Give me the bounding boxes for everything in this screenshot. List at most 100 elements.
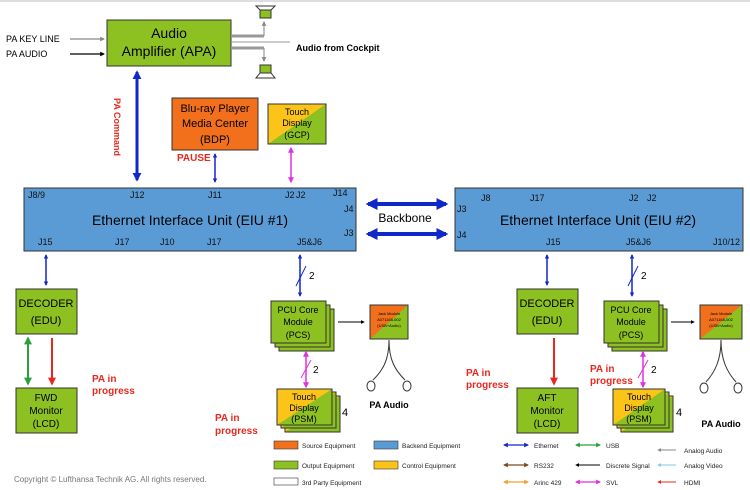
- jack2-line1: Jack Module: [710, 311, 733, 316]
- pa-command-label: PA Command: [112, 98, 122, 156]
- eiu1-pin-j2b: J2: [296, 190, 306, 200]
- fwd-line1: FWD: [35, 393, 58, 404]
- psm1-count: 4: [342, 407, 348, 419]
- legend-third-party-swatch: [273, 477, 299, 486]
- audio-from-cockpit-label: Audio from Cockpit: [296, 43, 380, 53]
- eiu2-pin-j15: J15: [546, 237, 561, 247]
- eiu2-pin-j2b: J2: [647, 193, 657, 203]
- decoder1-line2: (EDU): [31, 315, 62, 327]
- eiu2-pin-j8: J8: [481, 193, 491, 203]
- legend-backend: Backend Equipment: [402, 443, 460, 450]
- apa-line1: Audio: [151, 25, 187, 41]
- pa-in-progress-1-line1: PA in: [92, 374, 116, 385]
- eiu1-box: [23, 187, 357, 252]
- eiu2-pin-j4: J4: [457, 230, 467, 240]
- legend-analog-video: Analog Video: [684, 463, 723, 470]
- pa-audio-input-label: PA AUDIO: [6, 49, 47, 59]
- pa-in-progress-3-line1: PA in: [466, 368, 490, 379]
- psm1-line2: Display: [289, 403, 319, 413]
- eiu1-pin-j10: J10: [160, 237, 175, 247]
- aft-line2: Monitor: [530, 406, 564, 417]
- pa-key-line-label: PA KEY LINE: [6, 34, 60, 44]
- pause-label: PAUSE: [177, 153, 211, 164]
- decoder1-box: [15, 288, 78, 335]
- legend-output: Output Equipment: [302, 463, 355, 470]
- psm2-line2: Display: [624, 403, 654, 413]
- eiu1-pin-j3: J3: [344, 228, 354, 238]
- eiu2-pin-j17: J17: [530, 193, 545, 203]
- aft-line3: (LCD): [534, 419, 561, 430]
- apa-box: [106, 19, 232, 67]
- backbone-label: Backbone: [378, 211, 432, 225]
- eiu1-pin-j4: J4: [344, 204, 354, 214]
- eiu1-pin-j5j6: J5&J6: [297, 237, 322, 247]
- eiu2-box: [454, 187, 744, 252]
- jack2-box: [699, 304, 743, 340]
- pcu2-line2: Module: [616, 317, 646, 327]
- jack1-line1: Jack Module: [378, 311, 401, 316]
- pa-in-progress-3-line2: progress: [466, 380, 509, 391]
- pcu2-box: [603, 300, 660, 344]
- legend-third-party: 3rd Party Equipment: [302, 480, 361, 487]
- eiu1-pin-j17a: J17: [115, 237, 130, 247]
- pa-audio-label-2: PA Audio: [701, 419, 741, 429]
- legend-svl: SVL: [606, 480, 619, 487]
- copyright: Copyright © Lufthansa Technik AG. All ri…: [14, 475, 207, 484]
- psm2-line3: (PSM): [626, 414, 652, 424]
- psm1-box: [276, 388, 333, 426]
- legend: Source Equipment Output Equipment 3rd Pa…: [273, 440, 723, 487]
- gcp-box: [267, 103, 327, 145]
- aft-line1: AFT: [538, 393, 557, 404]
- psm2-line1: Touch: [627, 392, 651, 402]
- bdp-box: [171, 97, 259, 151]
- eiu2-pin-j2a: J2: [629, 193, 639, 203]
- pcu1-line2: Module: [283, 317, 313, 327]
- legend-backend-swatch: [373, 440, 399, 450]
- eiu1-title: Ethernet Interface Unit (EIU #1): [92, 212, 288, 228]
- bdp-line1: Blu-ray Player: [180, 103, 249, 115]
- eiu1-pin-j11: J11: [208, 190, 222, 200]
- eiu1-pin-j89: J8/9: [28, 190, 45, 200]
- legend-output-swatch: [273, 460, 299, 470]
- fwd-line2: Monitor: [29, 406, 63, 417]
- pcu2-line1: PCU Core: [610, 305, 651, 315]
- decoder2-box: [516, 288, 579, 335]
- legend-rs232: RS232: [534, 463, 554, 470]
- aft-monitor-box: [516, 387, 579, 434]
- fwd-line3: (LCD): [33, 419, 60, 430]
- pa-in-progress-1-line2: progress: [92, 386, 135, 397]
- pcu1-line1: PCU Core: [277, 305, 318, 315]
- headphones-icon-2: [699, 339, 743, 394]
- pa-in-progress-4-line2: progress: [590, 376, 633, 387]
- pcu1-line3: (PCS): [286, 330, 311, 340]
- pcu2-line3: (PCS): [619, 330, 644, 340]
- pa-in-progress-4-line1: PA in: [590, 364, 614, 375]
- pcu1-link-count: 2: [309, 271, 315, 282]
- fwd-monitor-box: [15, 387, 78, 434]
- gcp-line2: Display: [282, 118, 312, 128]
- headphones-icon-1: [366, 339, 412, 392]
- legend-discrete: Discrete Signal: [606, 463, 650, 470]
- pcu2-link-count: 2: [641, 271, 647, 282]
- psm1-line1: Touch: [292, 392, 316, 402]
- eiu1-pin-j12: J12: [130, 190, 145, 200]
- legend-source: Source Equipment: [302, 443, 356, 450]
- legend-control-swatch: [373, 460, 399, 470]
- legend-arinc: Arinc 429: [534, 480, 562, 487]
- legend-ethernet: Ethernet: [534, 443, 559, 450]
- pa-in-progress-2-line1: PA in: [215, 413, 239, 424]
- legend-usb: USB: [606, 443, 619, 450]
- legend-control: Control Equipment: [402, 463, 456, 470]
- pa-audio-label-1: PA Audio: [369, 400, 409, 410]
- speaker-icon-top: [254, 5, 277, 19]
- gcp-line1: Touch: [285, 107, 309, 117]
- legend-source-swatch: [273, 440, 299, 450]
- psm2-box: [612, 388, 666, 426]
- legend-hdmi: HDMI: [684, 480, 701, 487]
- jack1-line2: A071168-002: [377, 317, 402, 322]
- jack2-line3: (USB+Audio): [709, 323, 733, 328]
- jack1-box: [369, 304, 409, 340]
- eiu2-title: Ethernet Interface Unit (EIU #2): [500, 212, 696, 228]
- psm2-link-count: 2: [651, 365, 657, 376]
